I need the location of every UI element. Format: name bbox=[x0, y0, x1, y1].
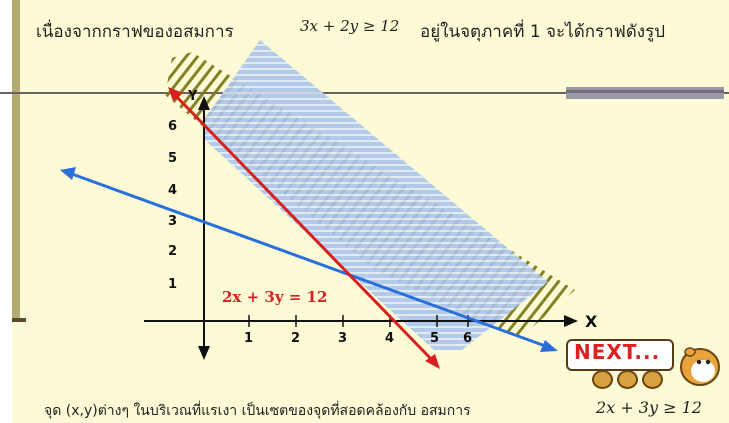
next-button[interactable]: NEXT... bbox=[566, 339, 674, 371]
x-tick-label: 1 bbox=[244, 331, 253, 346]
y-tick-label: 3 bbox=[168, 214, 177, 229]
line-equation-label: 2x + 3y = 12 bbox=[222, 288, 327, 306]
header-inequality: 3x + 2y ≥ 12 bbox=[300, 17, 400, 35]
axes bbox=[144, 96, 578, 360]
header-divider bbox=[0, 92, 729, 94]
red-line bbox=[168, 87, 440, 369]
hamster-icon bbox=[680, 347, 720, 386]
blue-line bbox=[60, 167, 558, 352]
header-text-right: อยู่ในจตุภาคที่ 1 จะได้กราฟดังรูป bbox=[420, 22, 665, 42]
y-tick-label: 6 bbox=[168, 119, 177, 134]
y-tick-label: 4 bbox=[168, 183, 177, 198]
x-tick-label: 5 bbox=[430, 331, 439, 346]
next-button-label: NEXT... bbox=[574, 340, 661, 364]
x-axis-label: X bbox=[585, 312, 598, 331]
y-tick-label: 5 bbox=[168, 151, 177, 166]
left-decor-bar bbox=[12, 0, 20, 322]
blue-shaded-region bbox=[205, 40, 548, 350]
footer-inequality: 2x + 3y ≥ 12 bbox=[596, 398, 702, 417]
x-tick-label: 4 bbox=[385, 331, 394, 346]
gray-band-line bbox=[566, 90, 724, 93]
y-tick-label: 1 bbox=[168, 277, 177, 292]
x-tick-label: 6 bbox=[463, 331, 472, 346]
footer-text: จุด (x,y)ต่างๆ ในบริเวณที่แรเงา เป็นเซตข… bbox=[44, 403, 471, 419]
header-text-left: เนื่องจากกราฟของอสมการ bbox=[36, 22, 234, 42]
x-tick-label: 2 bbox=[291, 331, 300, 346]
next-button-frame bbox=[566, 339, 674, 371]
pebble-icon bbox=[617, 370, 638, 389]
pebble-icon bbox=[592, 370, 613, 389]
y-axis-label: Y bbox=[187, 89, 198, 104]
x-tick-label: 3 bbox=[338, 331, 347, 346]
pebble-icon bbox=[642, 370, 663, 389]
left-decor-tick bbox=[12, 318, 26, 322]
y-tick-label: 2 bbox=[168, 244, 177, 259]
